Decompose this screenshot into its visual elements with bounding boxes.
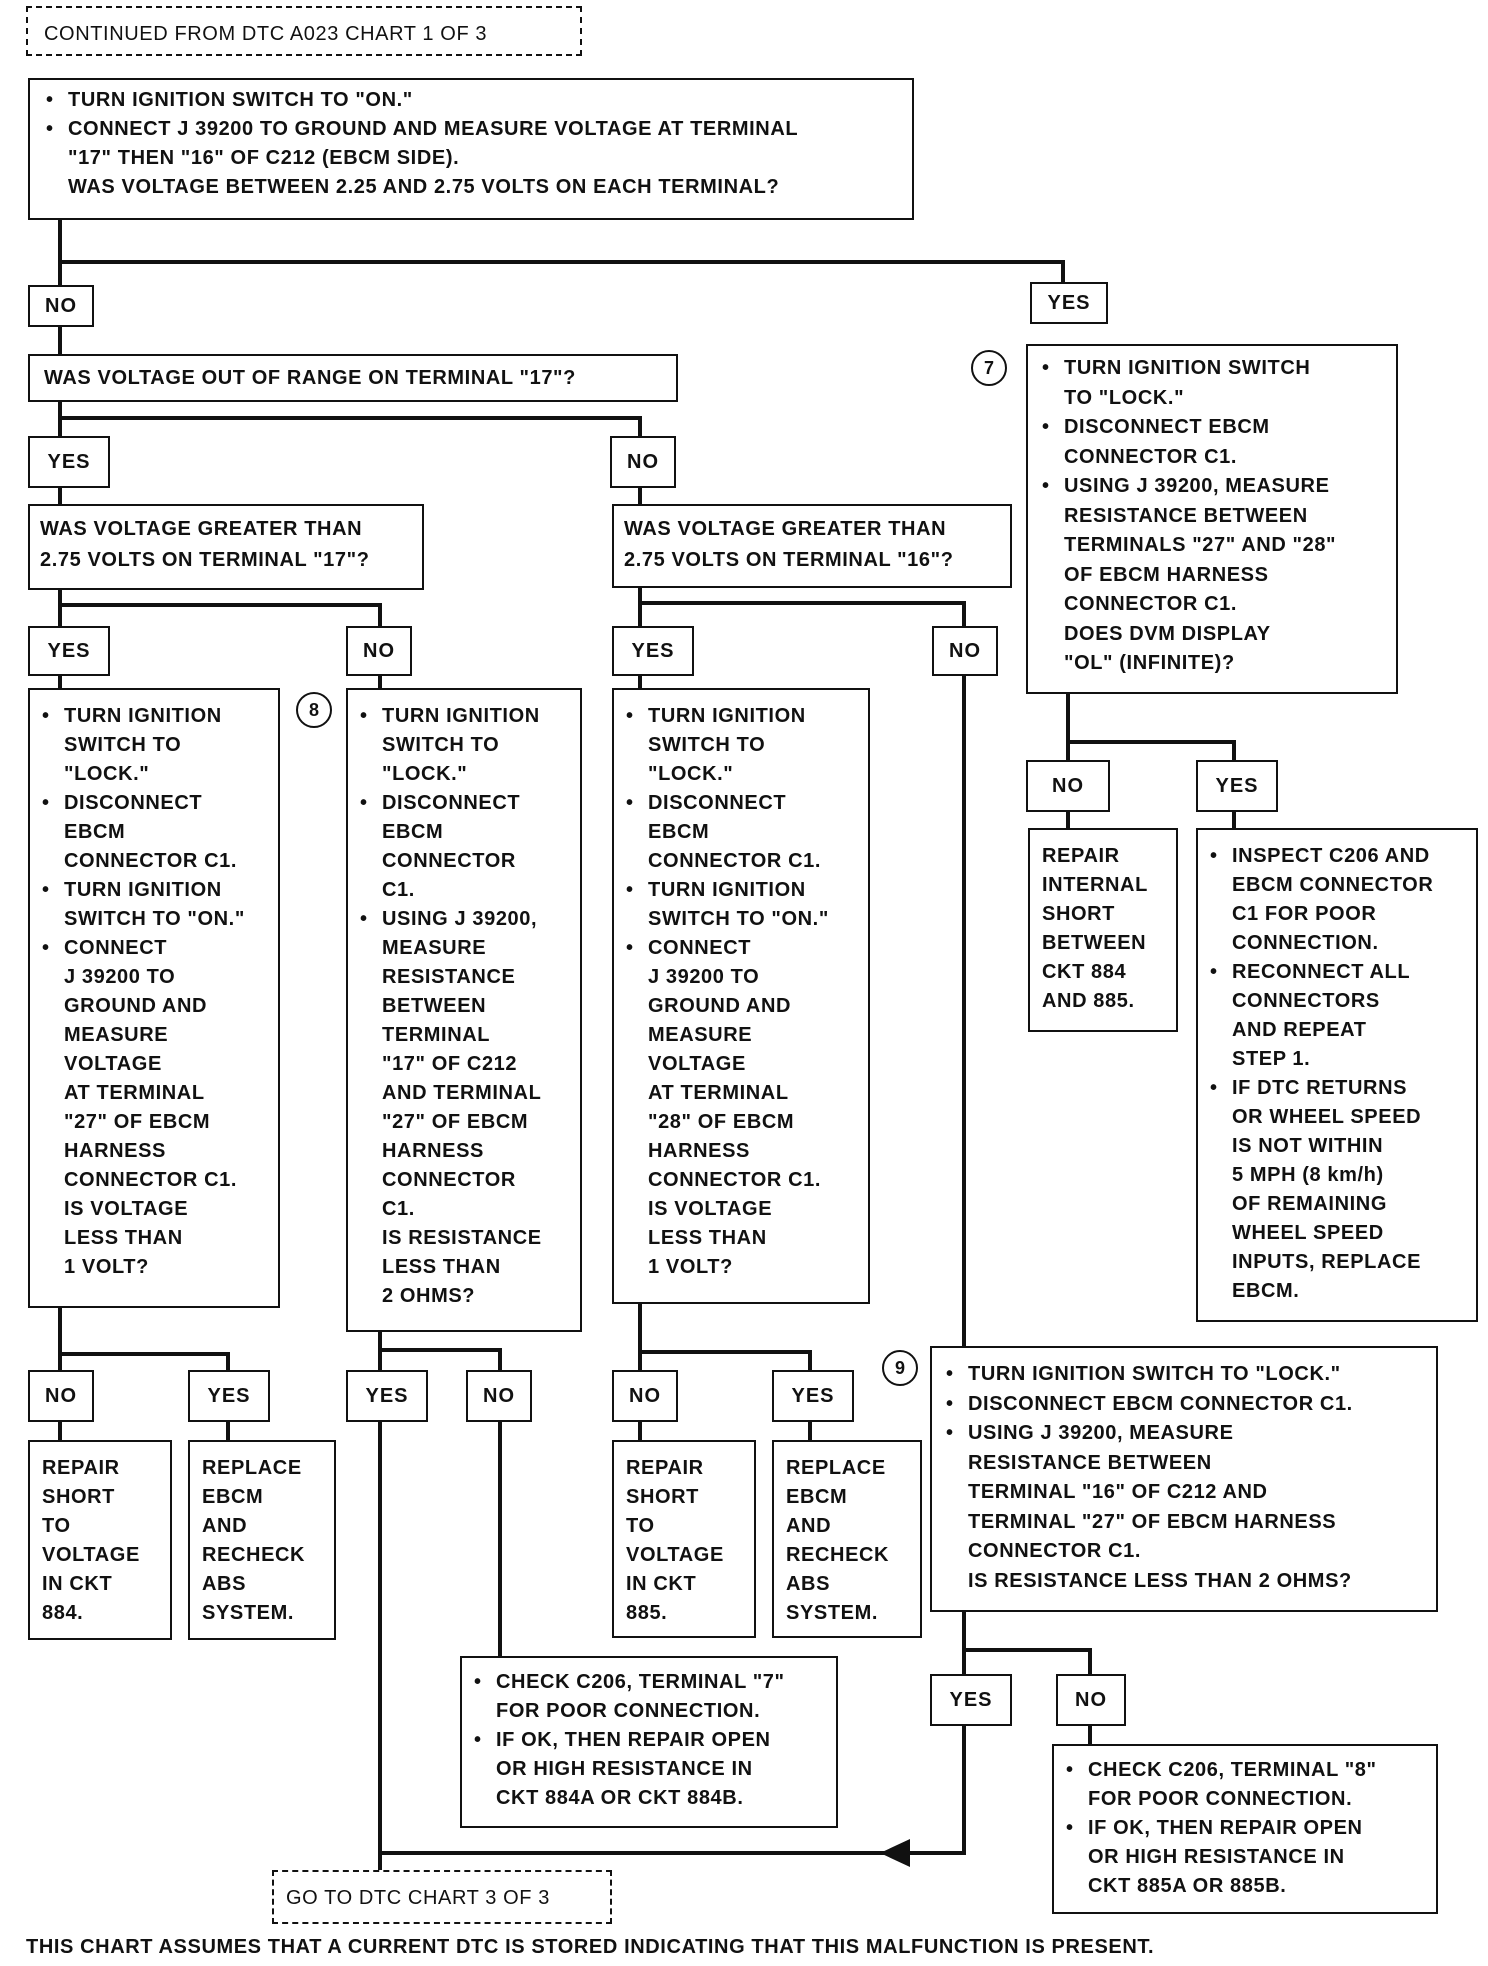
go-to-chart-box: GO TO DTC CHART 3 OF 3 <box>272 1870 612 1924</box>
replace-1-text: REPLACE EBCM AND RECHECK ABS SYSTEM. <box>202 1457 306 1624</box>
inspect-bullet-3: IF DTC RETURNS OR WHEEL SPEED IS NOT WIT… <box>1206 1074 1468 1306</box>
step-7-badge: 7 <box>971 350 1007 386</box>
label-yes-s8c: YES <box>772 1370 854 1422</box>
label-yes-s8b: YES <box>346 1370 428 1422</box>
step8a-question: IS VOLTAGE LESS THAN 1 VOLT? <box>64 1198 189 1278</box>
step8c-bullet-1: TURN IGNITION SWITCH TO "LOCK." <box>622 702 860 789</box>
question-terminal-17: WAS VOLTAGE OUT OF RANGE ON TERMINAL "17… <box>28 354 678 402</box>
replace-ebcm-box-1: REPLACE EBCM AND RECHECK ABS SYSTEM. <box>188 1440 336 1640</box>
step8a-bullet-2: DISCONNECT EBCM CONNECTOR C1. <box>38 789 270 876</box>
step7-bullet-3: USING J 39200, MEASURE RESISTANCE BETWEE… <box>1038 472 1386 620</box>
inspect-bullet-1: INSPECT C206 AND EBCM CONNECTOR C1 FOR P… <box>1206 842 1468 958</box>
step8b-bullet-3: USING J 39200, MEASURE RESISTANCE BETWEE… <box>356 905 572 1224</box>
go-to-text: GO TO DTC CHART 3 OF 3 <box>286 1887 550 1909</box>
repair-internal-short-box: REPAIR INTERNAL SHORT BETWEEN CKT 884 AN… <box>1028 828 1178 1032</box>
question-greater-16-text: WAS VOLTAGE GREATER THAN 2.75 VOLTS ON T… <box>624 518 954 571</box>
check8-bullet-2: IF OK, THEN REPAIR OPEN OR HIGH RESISTAN… <box>1062 1814 1428 1901</box>
repair-internal-text: REPAIR INTERNAL SHORT BETWEEN CKT 884 AN… <box>1042 845 1148 1012</box>
label-yes-s7: YES <box>1196 760 1278 812</box>
top-instruction-box: TURN IGNITION SWITCH TO "ON." CONNECT J … <box>28 78 914 220</box>
step8a-bullet-1: TURN IGNITION SWITCH TO "LOCK." <box>38 702 270 789</box>
step8c-bullet-2: DISCONNECT EBCM CONNECTOR C1. <box>622 789 860 876</box>
step7-bullet-1: TURN IGNITION SWITCH TO "LOCK." <box>1038 354 1386 413</box>
top-question: WAS VOLTAGE BETWEEN 2.25 AND 2.75 VOLTS … <box>68 176 780 198</box>
step-8-resistance-box: TURN IGNITION SWITCH TO "LOCK." DISCONNE… <box>346 688 582 1332</box>
step9-question: IS RESISTANCE LESS THAN 2 OHMS? <box>968 1569 1352 1592</box>
step-7-box: TURN IGNITION SWITCH TO "LOCK." DISCONNE… <box>1026 344 1398 694</box>
step8c-bullet-3: TURN IGNITION SWITCH TO "ON." <box>622 876 860 934</box>
step9-bullet-2: DISCONNECT EBCM CONNECTOR C1. <box>942 1390 1426 1420</box>
step8a-bullet-4: CONNECT J 39200 TO GROUND AND MEASURE VO… <box>38 934 270 1195</box>
repair-884-text: REPAIR SHORT TO VOLTAGE IN CKT 884. <box>42 1457 140 1624</box>
repair-885-text: REPAIR SHORT TO VOLTAGE IN CKT 885. <box>626 1457 724 1624</box>
label-no-top: NO <box>28 285 94 327</box>
step9-bullet-1: TURN IGNITION SWITCH TO "LOCK." <box>942 1360 1426 1390</box>
label-yes-s8a: YES <box>188 1370 270 1422</box>
label-yes-top: YES <box>1030 282 1108 324</box>
check8-bullet-1: CHECK C206, TERMINAL "8" FOR POOR CONNEC… <box>1062 1756 1428 1814</box>
question-terminal-17-text: WAS VOLTAGE OUT OF RANGE ON TERMINAL "17… <box>44 367 576 389</box>
continued-from-text: CONTINUED FROM DTC A023 CHART 1 OF 3 <box>44 23 488 45</box>
footer-note: THIS CHART ASSUMES THAT A CURRENT DTC IS… <box>26 1936 1155 1958</box>
inspect-c206-box: INSPECT C206 AND EBCM CONNECTOR C1 FOR P… <box>1196 828 1478 1322</box>
step-8-voltage-16-box: TURN IGNITION SWITCH TO "LOCK." DISCONNE… <box>612 688 870 1304</box>
replace-ebcm-box-2: REPLACE EBCM AND RECHECK ABS SYSTEM. <box>772 1440 922 1638</box>
label-no-t17: NO <box>610 436 676 488</box>
repair-short-884-box: REPAIR SHORT TO VOLTAGE IN CKT 884. <box>28 1440 172 1640</box>
check-c206-terminal-8-box: CHECK C206, TERMINAL "8" FOR POOR CONNEC… <box>1052 1744 1438 1914</box>
label-yes-t17: YES <box>28 436 110 488</box>
repair-short-885-box: REPAIR SHORT TO VOLTAGE IN CKT 885. <box>612 1440 756 1638</box>
label-no-s9: NO <box>1056 1674 1126 1726</box>
label-no-g17: NO <box>346 626 412 676</box>
step-8-badge: 8 <box>296 692 332 728</box>
step8c-bullet-4: CONNECT J 39200 TO GROUND AND MEASURE VO… <box>622 934 860 1195</box>
step8b-bullet-2: DISCONNECT EBCM CONNECTOR C1. <box>356 789 572 905</box>
step7-question: DOES DVM DISPLAY "OL" (INFINITE)? <box>1064 622 1271 675</box>
step-8-voltage-17-box: TURN IGNITION SWITCH TO "LOCK." DISCONNE… <box>28 688 280 1308</box>
step8c-question: IS VOLTAGE LESS THAN 1 VOLT? <box>648 1198 773 1278</box>
inspect-bullet-2: RECONNECT ALL CONNECTORS AND REPEAT STEP… <box>1206 958 1468 1074</box>
step8a-bullet-3: TURN IGNITION SWITCH TO "ON." <box>38 876 270 934</box>
question-greater-17-text: WAS VOLTAGE GREATER THAN 2.75 VOLTS ON T… <box>40 518 370 571</box>
top-bullet-1: TURN IGNITION SWITCH TO "ON." <box>42 86 900 115</box>
step7-bullet-2: DISCONNECT EBCM CONNECTOR C1. <box>1038 413 1386 472</box>
label-no-s8c: NO <box>612 1370 678 1422</box>
arrowhead-icon <box>880 1839 910 1867</box>
label-no-s8b: NO <box>466 1370 532 1422</box>
label-yes-g17: YES <box>28 626 110 676</box>
label-yes-s9: YES <box>930 1674 1012 1726</box>
question-greater-16: WAS VOLTAGE GREATER THAN 2.75 VOLTS ON T… <box>612 504 1012 588</box>
check7-bullet-2: IF OK, THEN REPAIR OPEN OR HIGH RESISTAN… <box>470 1726 828 1813</box>
label-no-s8a: NO <box>28 1370 94 1422</box>
continued-from-box: CONTINUED FROM DTC A023 CHART 1 OF 3 <box>26 6 582 56</box>
step8b-question: IS RESISTANCE LESS THAN 2 OHMS? <box>382 1227 542 1307</box>
top-bullet-2: CONNECT J 39200 TO GROUND AND MEASURE VO… <box>42 115 900 173</box>
question-greater-17: WAS VOLTAGE GREATER THAN 2.75 VOLTS ON T… <box>28 504 424 590</box>
label-no-s7: NO <box>1026 760 1110 812</box>
check7-bullet-1: CHECK C206, TERMINAL "7" FOR POOR CONNEC… <box>470 1668 828 1726</box>
step-9-badge: 9 <box>882 1350 918 1386</box>
check-c206-terminal-7-box: CHECK C206, TERMINAL "7" FOR POOR CONNEC… <box>460 1656 838 1828</box>
replace-2-text: REPLACE EBCM AND RECHECK ABS SYSTEM. <box>786 1457 890 1624</box>
step9-bullet-3: USING J 39200, MEASURE RESISTANCE BETWEE… <box>942 1419 1426 1567</box>
label-no-g16: NO <box>932 626 998 676</box>
label-yes-g16: YES <box>612 626 694 676</box>
step8b-bullet-1: TURN IGNITION SWITCH TO "LOCK." <box>356 702 572 789</box>
step-9-box: TURN IGNITION SWITCH TO "LOCK." DISCONNE… <box>930 1346 1438 1612</box>
